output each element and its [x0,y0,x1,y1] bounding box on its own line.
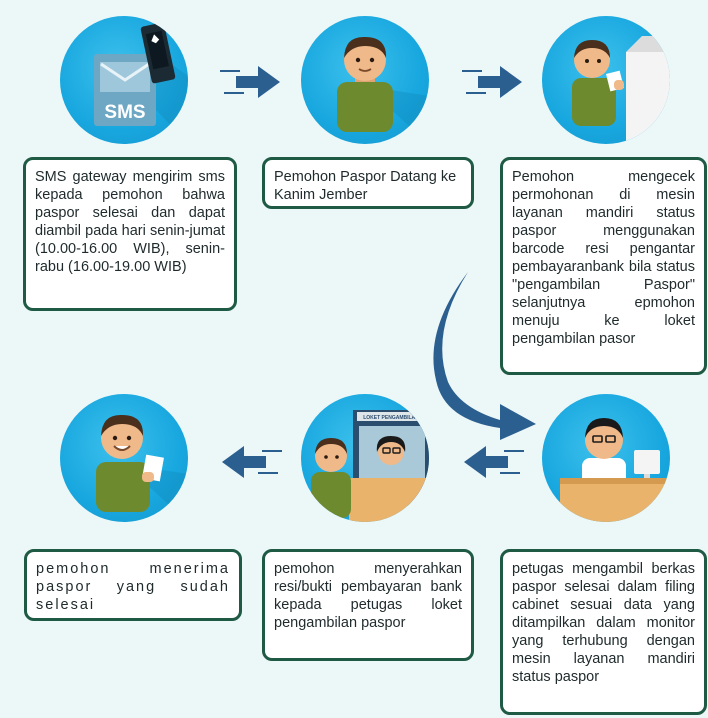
self-service-kiosk-icon [572,36,670,144]
step-5-icon-circle: LOKET PENGAMBILAN [301,394,429,522]
step-5-text-box: pemohon menyerahkan resi/bukti pembayara… [262,549,474,661]
step-5-text: pemohon menyerahkan resi/bukti pembayara… [274,561,462,631]
step-1-icon-circle: SMS [60,16,188,144]
arrow-step5-to-step6 [222,446,282,478]
sms-label: SMS [104,102,145,123]
step-6-icon-circle [60,394,188,522]
step-2-text: Pemohon Paspor Datang ke Kanim Jember [274,169,457,203]
counter-sign-label: LOKET PENGAMBILAN [363,415,419,421]
step-3-text-box: Pemohon mengecek permohonan di mesin lay… [500,157,707,375]
curved-arrow-step3-to-step4 [433,272,536,440]
step-1-text: SMS gateway mengirim sms kepada pemohon … [35,169,225,275]
step-2-text-box: Pemohon Paspor Datang ke Kanim Jember [262,157,474,209]
arrow-step2-to-step3 [462,66,522,98]
arrow-step1-to-step2 [220,66,280,98]
step-4-icon-circle [542,394,670,522]
step-6-text: pemohon menerima paspor yang sudah seles… [36,561,230,613]
applicant-with-passport-icon [96,414,188,522]
step-2-icon-circle [301,16,429,144]
step-3-text: Pemohon mengecek permohonan di mesin lay… [512,169,695,347]
sms-phone-icon: SMS [94,22,188,144]
step-4-text-box: petugas mengambil berkas paspor selesai … [500,549,707,715]
step-6-text-box: pemohon menerima paspor yang sudah seles… [24,549,242,621]
applicant-icon [337,36,429,144]
pickup-counter-icon: LOKET PENGAMBILAN [311,410,429,522]
step-1-text-box: SMS gateway mengirim sms kepada pemohon … [23,157,237,311]
step-4-text: petugas mengambil berkas paspor selesai … [512,561,695,685]
arrow-step4-to-step5 [464,446,524,478]
step-3-icon-circle [542,16,670,144]
officer-at-desk-icon [560,418,670,522]
